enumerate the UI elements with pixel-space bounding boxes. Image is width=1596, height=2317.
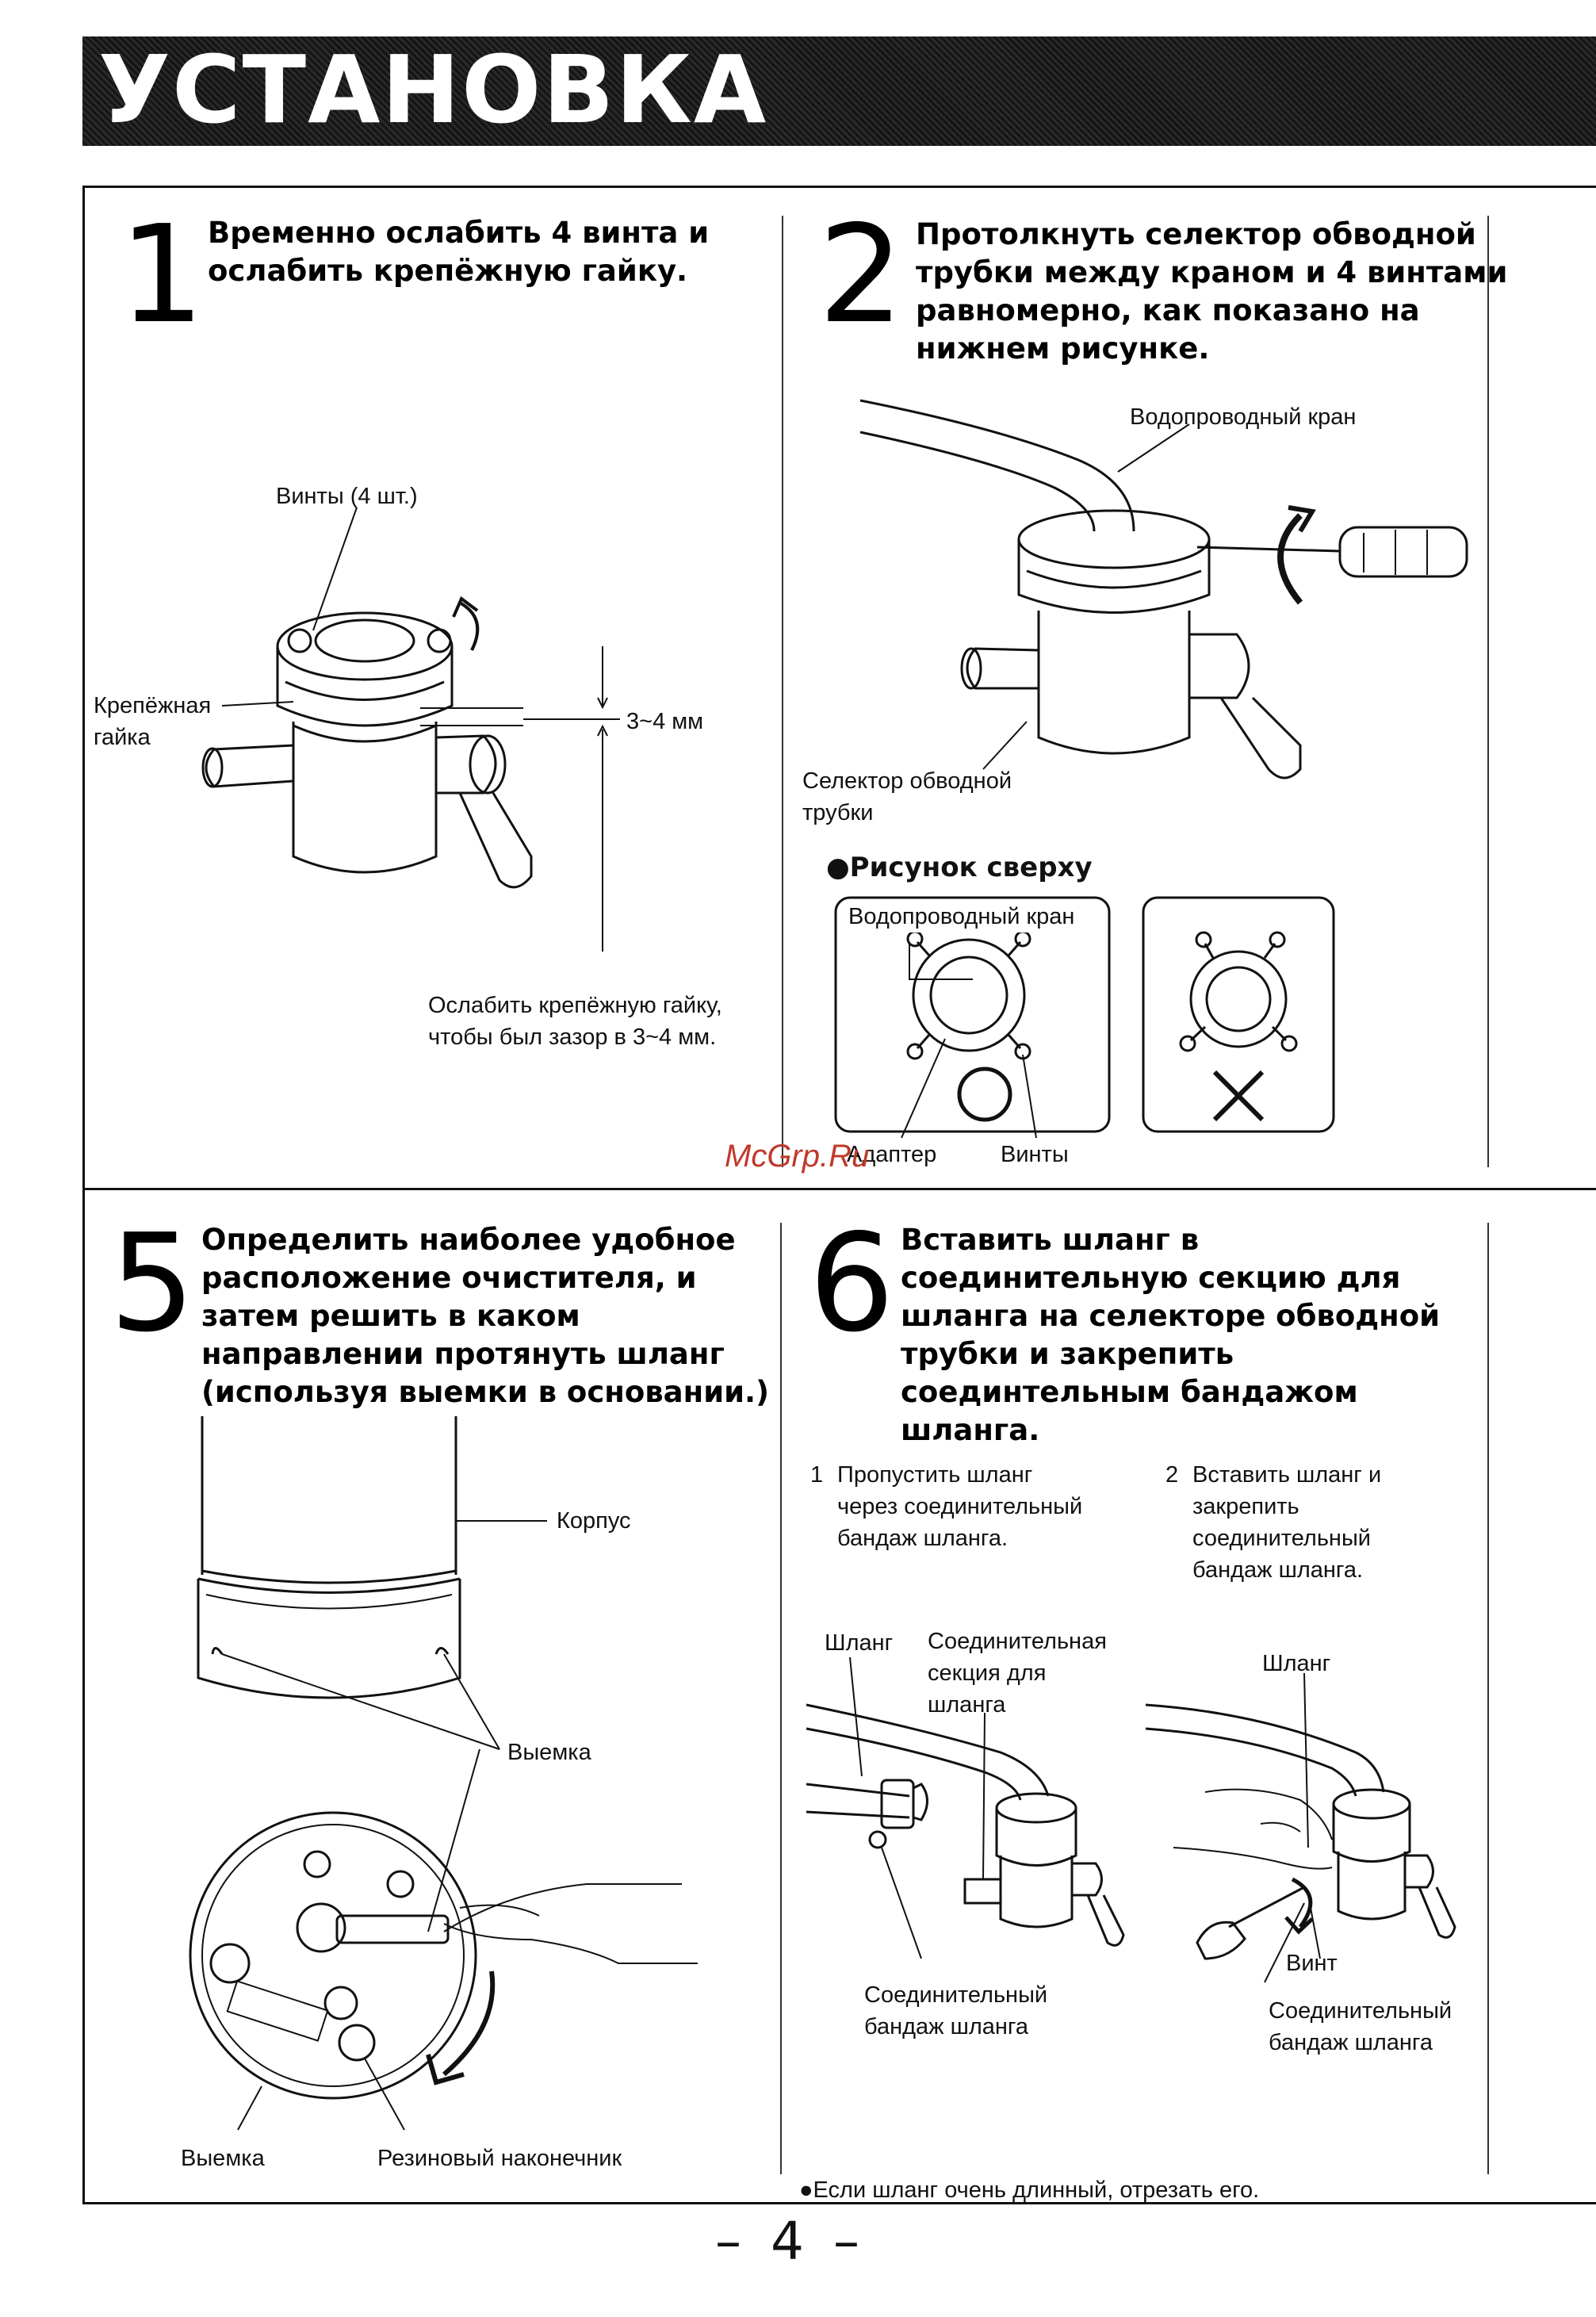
label-screws-4: Винты (4 шт.) xyxy=(276,484,418,509)
top-view-text: Рисунок сверху xyxy=(849,852,1093,883)
label-loosen-note: Ослабить крепёжную гайку, чтобы был зазо… xyxy=(428,993,722,1050)
label-hose-connection-section: Соединительная секция для шланга xyxy=(928,1629,1107,1718)
step-6-figure-1 xyxy=(802,1649,1151,1982)
label-screws: Винты xyxy=(1001,1142,1069,1167)
label-mounting-nut: Крепёжная гайка xyxy=(94,693,212,750)
cut-hose-note: ●Если шланг очень длинный, отрезать его. xyxy=(799,2143,1259,2206)
header-banner xyxy=(82,36,1596,146)
right-divider-top xyxy=(1487,216,1489,1167)
frame-left-line xyxy=(82,186,85,2204)
column-divider-top xyxy=(782,216,783,1167)
step-6-sub2-text: Вставить шланг и закрепить соединительны… xyxy=(1192,1462,1382,1583)
watermark: McGrp.Ru xyxy=(725,1139,870,1174)
bullet-icon: ● xyxy=(799,2177,813,2203)
label-screw: Винт xyxy=(1286,1951,1338,1976)
top-view-correct-box xyxy=(834,896,1112,1134)
step-6-sub1-number: 1 xyxy=(810,1462,824,1488)
label-notch: Выемка xyxy=(507,1740,591,1765)
label-rubber-tip: Резиновый наконечник xyxy=(377,2146,622,2171)
top-view-heading: ●Рисунок сверху xyxy=(826,852,1093,883)
right-divider-bottom xyxy=(1487,1223,1489,2174)
step-6-instruction: Вставить шланг в соединительную секцию д… xyxy=(901,1223,1441,1447)
step-5-number: 5 xyxy=(109,1205,196,1362)
column-divider-bottom xyxy=(780,1223,782,2174)
label-top-view-faucet: Водопроводный кран xyxy=(847,901,1077,933)
step-6-sub2-number: 2 xyxy=(1165,1462,1179,1488)
step-5-illustration xyxy=(174,1416,729,2146)
label-hose-band-1: Соединительный бандаж шланга xyxy=(864,1982,1048,2039)
label-notch-bottom: Выемка xyxy=(181,2146,265,2171)
step-6-figure-2 xyxy=(1142,1665,1483,2014)
label-bypass-selector: Селектор обводной трубки xyxy=(802,768,1012,825)
step-1-illustration xyxy=(182,555,626,952)
label-housing: Корпус xyxy=(557,1508,631,1534)
frame-top-line xyxy=(82,186,1596,188)
section-divider-horizontal xyxy=(82,1188,1596,1190)
step-2-illustration xyxy=(856,396,1475,809)
page-title: УСТАНОВКА xyxy=(98,35,768,144)
step-1-instruction: Временно ослабить 4 винта и ослабить кре… xyxy=(208,216,710,288)
step-6-number: 6 xyxy=(809,1205,895,1362)
cut-hose-note-text: Если шланг очень длинный, отрезать его. xyxy=(813,2177,1260,2203)
label-hose-band-2: Соединительный бандаж шланга xyxy=(1269,1998,1452,2055)
bullet-icon: ● xyxy=(826,852,850,883)
step-1-number: 1 xyxy=(119,197,205,354)
step-5-instruction: Определить наиболее удобное расположение… xyxy=(201,1223,770,1409)
top-view-wrong-box xyxy=(1142,896,1336,1134)
step-2-number: 2 xyxy=(818,197,905,354)
step-2-instruction: Протолкнуть селектор обводной трубки меж… xyxy=(916,217,1508,366)
label-hose-1: Шланг xyxy=(825,1630,894,1656)
step-6-sub1-text: Пропустить шланг через соединительный ба… xyxy=(837,1462,1083,1551)
label-gap-3-4mm: 3~4 мм xyxy=(626,709,704,734)
label-hose-2: Шланг xyxy=(1262,1651,1331,1676)
page-number: – 4 – xyxy=(715,2211,866,2272)
label-adapter: Адаптер xyxy=(847,1142,937,1167)
frame-bottom-line xyxy=(82,2202,1596,2204)
label-water-faucet: Водопроводный кран xyxy=(1130,404,1357,430)
